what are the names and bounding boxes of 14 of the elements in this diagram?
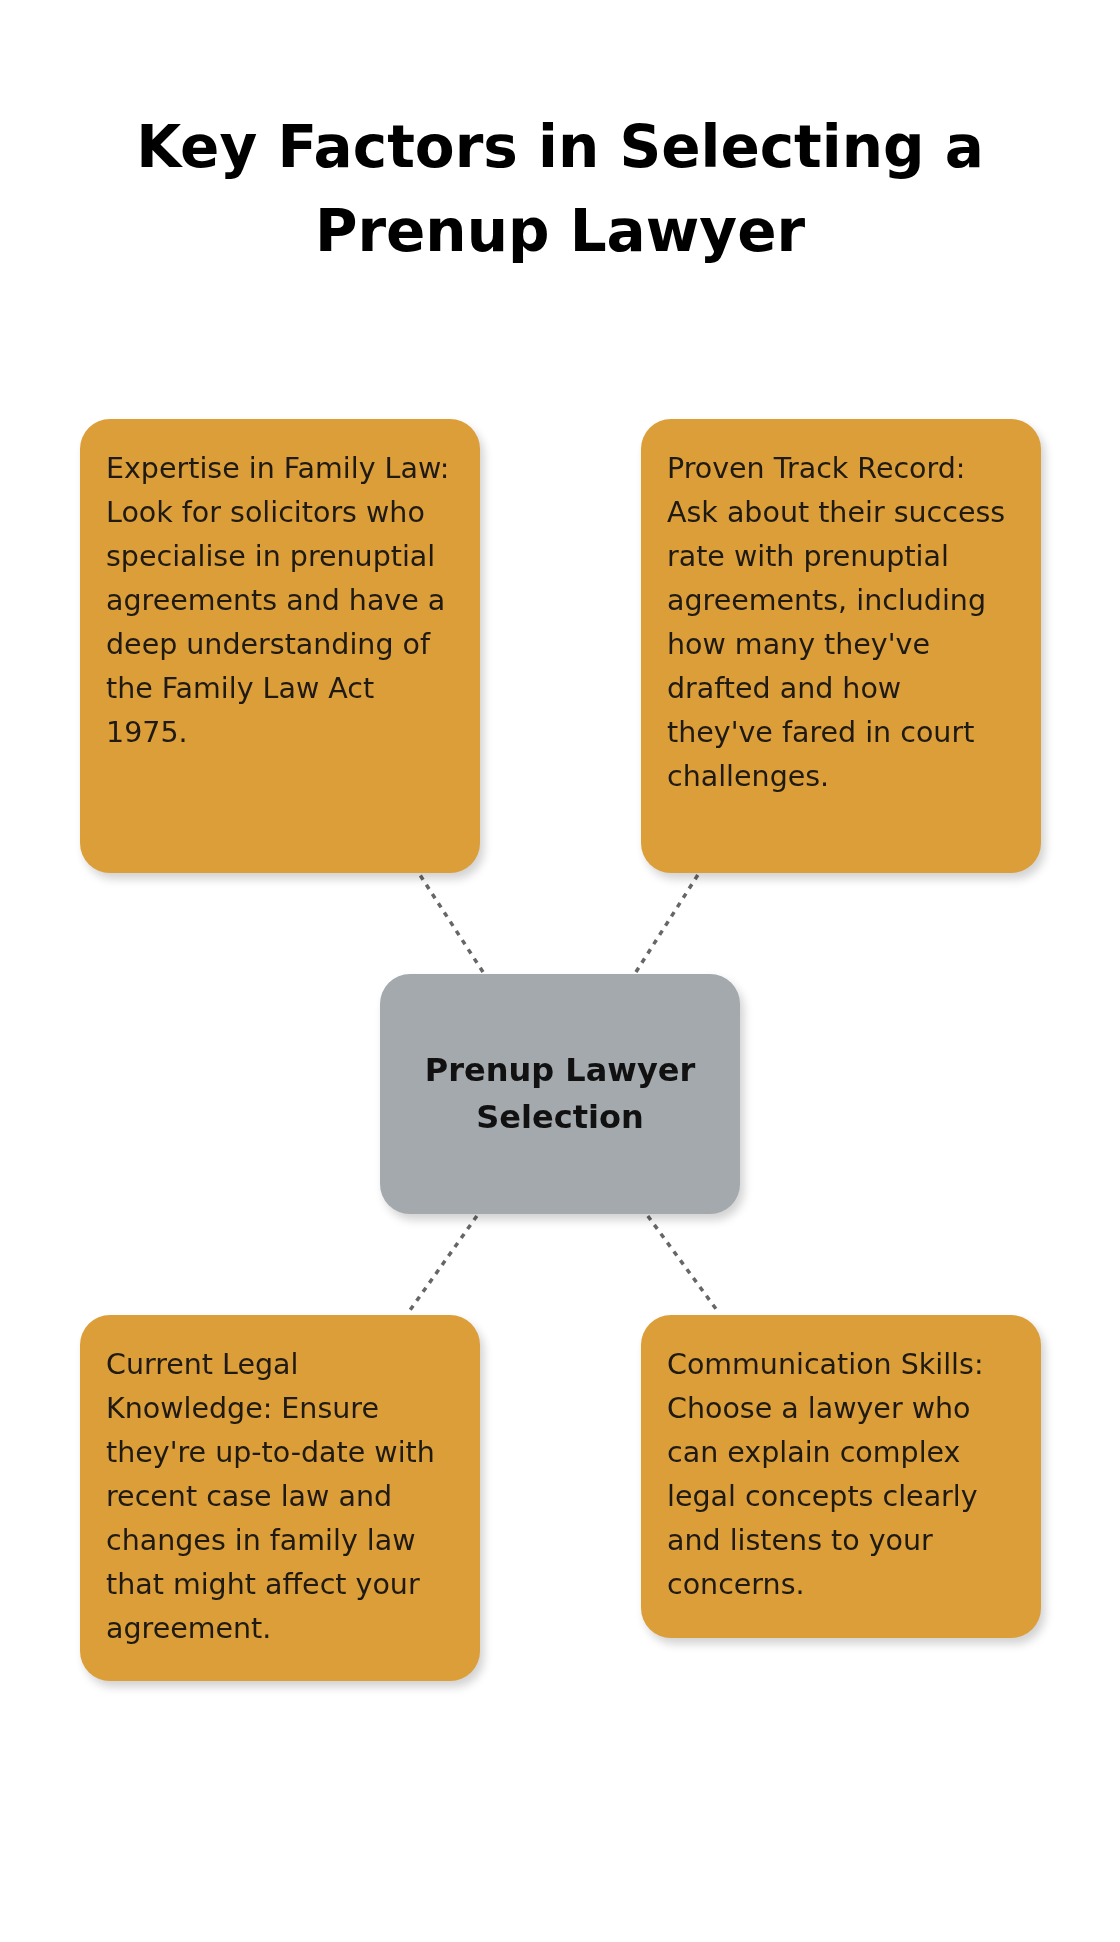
factor-text: Communication Skills: Choose a lawyer who can explain complex legal concepts clearly and listens to your concerns. [667,1347,985,1603]
title: Key Factors in Selecting a Prenup Lawyer [135,112,985,267]
factor-box [641,419,1041,873]
topic-text: Prenup Lawyer Selection [423,1050,697,1138]
central-topic-box [380,974,740,1214]
factor-text: Proven Track Record: Ask about their success rate with prenuptial agreements, including how many they've drafted and how they've fared in court challenges. [667,451,1007,795]
factor-box [641,1315,1041,1638]
connector-line [418,874,485,973]
connector-line [406,1215,479,1314]
factor-text: Expertise in Family Law: Look for solicitors who specialise in prenuptial agreements and have a deep understanding of the Family Law Act 1975. [106,451,451,751]
factor-box [80,419,480,873]
connector-line [634,874,700,973]
factor-box [80,1315,480,1681]
factor-text: Current Legal Knowledge: Ensure they're up-to-date with recent case law and changes in family law that might affect your agreement. [106,1347,436,1647]
